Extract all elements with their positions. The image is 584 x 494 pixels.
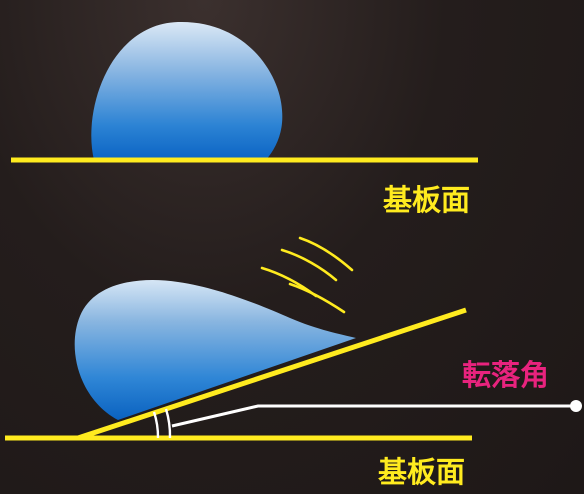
leader-line-endpoint <box>570 400 582 412</box>
angle-leader-line <box>171 404 576 428</box>
substrate-line-tilted <box>77 307 467 441</box>
droplet-resting <box>91 21 283 160</box>
droplet-sliding <box>74 279 356 420</box>
motion-lines <box>260 236 354 314</box>
angle-arcs <box>152 408 172 439</box>
sliding-angle-label: 転落角 <box>462 358 550 392</box>
substrate-label-top: 基板面 <box>383 183 471 217</box>
substrate-label-bottom: 基板面 <box>378 455 466 489</box>
